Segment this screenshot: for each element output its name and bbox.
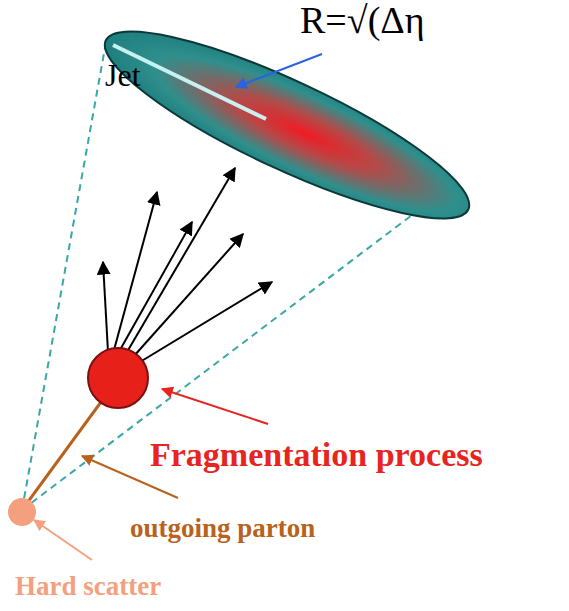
particle-arrow [114,192,157,350]
hard-scatter-point [8,498,36,526]
formula-label: R=√(Δη [300,0,425,42]
particle-arrow [103,262,108,352]
fragmentation-blob [88,348,148,408]
jet-cone-ellipse [87,1,487,250]
parton-label: outgoing parton [130,514,315,544]
particle-arrow [134,234,243,356]
jet-label: Jet [105,58,141,93]
parton-line [22,402,101,510]
cone-edge [22,42,106,510]
particle-arrow [140,282,272,362]
fragmentation-label: Fragmentation process [150,436,483,473]
pointer-arrow [162,389,268,424]
pointer-arrow [34,520,92,560]
particle-arrows [103,168,272,362]
pointer-arrow [236,54,322,87]
hard-scatter-label: Hard scatter [15,572,161,602]
